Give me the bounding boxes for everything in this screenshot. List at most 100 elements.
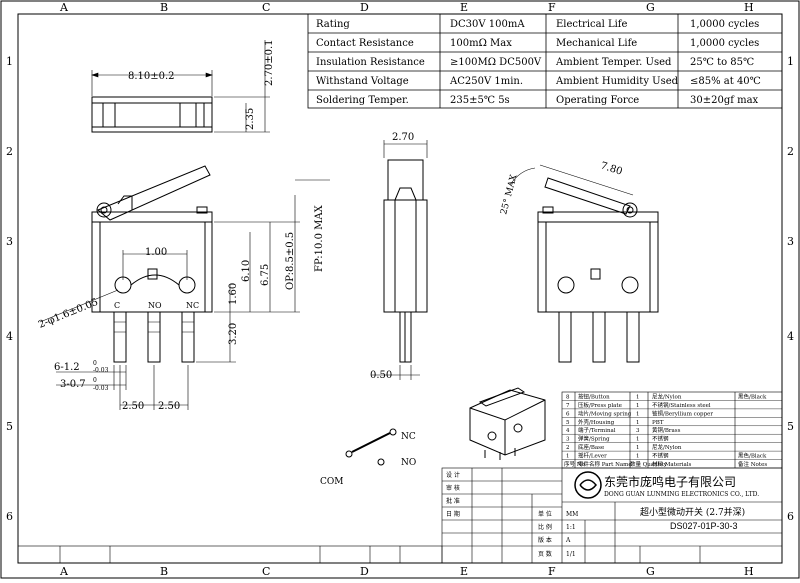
dim-body-width: 8.10±0.2 xyxy=(128,71,175,82)
title-field-label: 比 例 xyxy=(538,523,552,531)
dim-pin-thick-tol-dn: -0.03 xyxy=(93,385,109,392)
dim-pitch-a: 2.50 xyxy=(122,401,144,412)
col-label-top: F xyxy=(548,1,556,14)
col-label-bottom: E xyxy=(460,565,468,578)
dim-pin-width: 6-1.2 xyxy=(54,362,80,373)
row-label-left: 5 xyxy=(6,420,13,433)
bom-no: 7 xyxy=(566,403,570,409)
col-label-bottom: D xyxy=(360,565,369,578)
spec-value-2: 1,0000 cycles xyxy=(690,19,759,30)
spec-param-2: Mechanical Life xyxy=(556,38,637,49)
bom-qty: 1 xyxy=(636,403,640,409)
bom-material: 黄铜/Brass xyxy=(652,426,681,434)
row-label-right: 4 xyxy=(787,330,794,343)
side-view-dims xyxy=(372,140,428,380)
title-field-value: 1:1 xyxy=(566,524,576,531)
row-label-right: 1 xyxy=(787,55,794,68)
bom-qty: 1 xyxy=(636,420,640,426)
front-view-angled xyxy=(537,177,659,363)
company-logo xyxy=(574,471,602,499)
spec-value-2: 30±20gf max xyxy=(690,95,759,106)
title-block xyxy=(17,467,783,564)
dim-lever-angle: 25° MAX xyxy=(499,173,519,216)
dim-side-width: 2.70 xyxy=(392,132,414,143)
spec-value: 235±5℃ 5s xyxy=(450,95,510,106)
bom-material: 不锈钢 xyxy=(652,452,669,460)
bom-header-qty: 数量 Quantity xyxy=(630,460,668,468)
spec-table xyxy=(307,13,783,109)
bom-no: 6 xyxy=(566,411,570,417)
bom-note: 黑色/Black xyxy=(738,392,767,400)
dim-pitch: 1.00 xyxy=(145,247,167,258)
spec-param: Soldering Temper. xyxy=(316,95,409,106)
dim-pitch-b: 2.50 xyxy=(158,401,180,412)
title-field-label: 版 本 xyxy=(538,536,552,544)
bom-name: 端子/Terminal xyxy=(578,426,616,434)
title-field-label: 批 准 xyxy=(446,497,460,505)
dim-fp: FP:10.0 MAX xyxy=(314,204,325,272)
dim-pin-width-tol-dn: -0.03 xyxy=(93,367,109,374)
isometric-view xyxy=(469,387,546,460)
bom-name: 底座/Base xyxy=(578,443,604,451)
spec-param: Rating xyxy=(316,19,350,30)
title-field-label: 审 核 xyxy=(446,484,460,492)
side-view xyxy=(383,159,428,363)
col-label-bottom: F xyxy=(548,565,556,578)
bom-header-no: 序号 No. xyxy=(564,460,587,468)
schem-com-label: COM xyxy=(320,477,343,487)
dim-side-pin: 0.50 xyxy=(370,370,392,381)
dim-pin-thick-tol-up: 0 xyxy=(93,377,97,384)
spec-param: Contact Resistance xyxy=(316,38,414,49)
row-label-right: 5 xyxy=(787,420,794,433)
row-label-left: 6 xyxy=(6,510,13,523)
bom-name: 摇杆/Lever xyxy=(578,452,607,460)
col-label-bottom: H xyxy=(744,565,754,578)
spec-value-2: 1,0000 cycles xyxy=(690,38,759,49)
dim-h675: 6.75 xyxy=(260,264,271,286)
spec-value-2: 25℃ to 85℃ xyxy=(690,57,754,68)
dim-pin-thick: 3-0.7 xyxy=(60,379,86,390)
spec-param: Insulation Resistance xyxy=(316,57,425,68)
spec-value-2: ≤85% at 40℃ xyxy=(690,76,761,87)
product-name: 超小型微动开关 (2.7并深) xyxy=(640,506,745,518)
bom-qty: 3 xyxy=(636,428,640,434)
pin-c-label: C xyxy=(114,301,120,310)
col-label-bottom: B xyxy=(160,565,168,578)
bom-header-name: 零件名称 Part Name xyxy=(578,460,632,468)
row-label-left: 1 xyxy=(6,55,13,68)
bom-qty: 1 xyxy=(636,394,640,400)
col-label-top: G xyxy=(646,1,655,14)
bom-material: 铍铜/Beryllium copper xyxy=(652,409,713,417)
schem-no-label: NO xyxy=(401,458,416,468)
company-name-en: DONG GUAN LUNMING ELECTRONICS CO., LTD. xyxy=(604,491,759,498)
spec-param: Withstand Voltage xyxy=(316,76,409,87)
row-label-left: 4 xyxy=(6,330,13,343)
row-label-left: 2 xyxy=(6,145,13,158)
top-view-dims xyxy=(91,40,270,133)
col-label-bottom: A xyxy=(59,565,69,578)
bom-material: 不锈钢/Stainless steel xyxy=(652,401,711,409)
title-field-label: 页 数 xyxy=(538,550,552,558)
col-label-top: C xyxy=(262,1,270,14)
dim-top-height: 2.70±0.1 xyxy=(264,39,275,86)
company-name-cn: 东莞市庞鸣电子有限公司 xyxy=(604,474,736,489)
col-label-bottom: C xyxy=(262,565,270,578)
spec-param-2: Ambient Temper. Used xyxy=(555,57,672,68)
title-field-value: 1/1 xyxy=(566,551,576,558)
title-field-value: A xyxy=(565,537,571,544)
front-view-angled-dims xyxy=(509,164,634,196)
title-field-value: MM xyxy=(566,511,578,518)
col-label-top: E xyxy=(460,1,468,14)
bom-qty: 1 xyxy=(636,454,640,460)
bom-name: 动片/Moving spring xyxy=(578,409,632,417)
bom-no: 2 xyxy=(566,445,570,451)
bom-note: 黑色/Black xyxy=(738,452,767,460)
title-field-label: 单 位 xyxy=(538,510,552,518)
col-label-top: D xyxy=(360,1,369,14)
dim-op: OP:8.5±0.5 xyxy=(285,232,296,290)
bom-no: 5 xyxy=(566,420,570,426)
